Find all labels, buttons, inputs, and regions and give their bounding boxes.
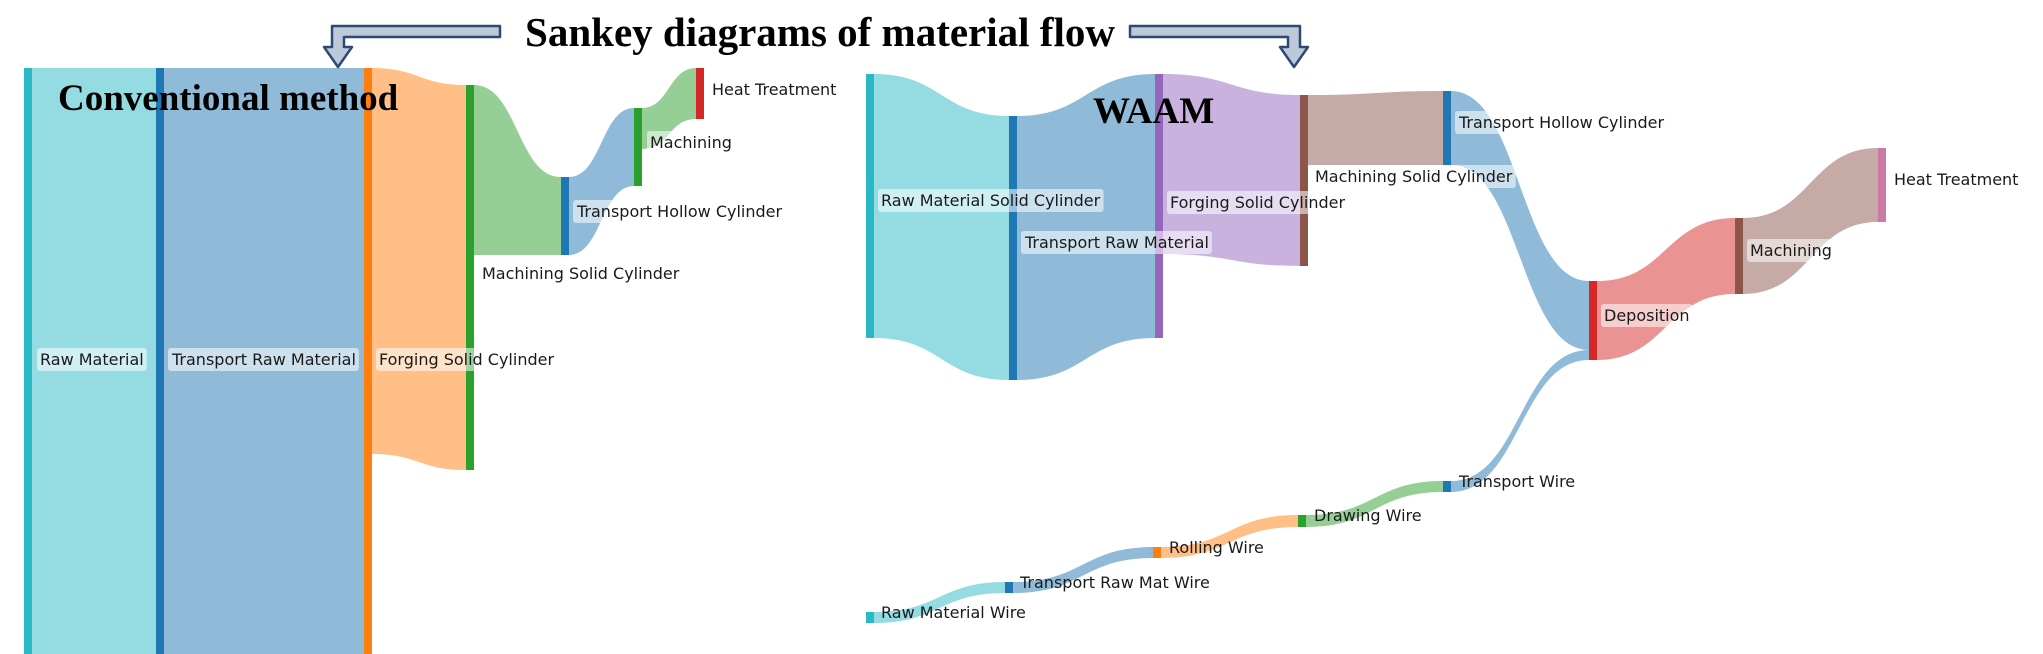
node-label-background-w-dep: [1601, 304, 1693, 327]
node-label-background-w-rmsc: [878, 189, 1104, 212]
node-label-w-rw: Rolling Wire: [1169, 538, 1264, 557]
node-bar-c-trm: [156, 68, 164, 654]
flow-link-w-rw-to-w-dw: [1161, 515, 1298, 558]
node-label-w-mac: Machining: [1750, 241, 1832, 260]
node-label-background-w-thc: [1455, 111, 1668, 134]
flow-link-w-trmw-to-w-rw: [1013, 547, 1153, 593]
node-label-w-tw: Transport Wire: [1458, 472, 1575, 491]
node-bar-c-thc: [561, 177, 569, 255]
flow-link-w-dep-to-w-mac: [1597, 218, 1735, 360]
node-bar-w-trm: [1009, 116, 1017, 380]
node-label-w-ht: Heat Treatment: [1894, 170, 2018, 189]
node-bar-w-rmsc: [866, 74, 874, 338]
node-bar-w-trmw: [1005, 582, 1013, 593]
node-label-background-w-fsc: [1167, 191, 1349, 214]
node-label-w-rmsc: Raw Material Solid Cylinder: [881, 191, 1101, 210]
flow-link-w-rmw-to-w-trmw: [874, 582, 1005, 623]
node-bar-w-msc: [1300, 95, 1308, 266]
flow-link-w-trm-to-w-fsc: [1017, 74, 1155, 380]
node-bar-c-msc: [466, 85, 474, 470]
node-label-background-w-trm: [1021, 231, 1212, 254]
node-label-background-w-msc: [1312, 165, 1516, 188]
node-label-w-trm: Transport Raw Material: [1024, 233, 1209, 252]
node-label-w-dw: Drawing Wire: [1314, 506, 1422, 525]
node-label-c-msc: Machining Solid Cylinder: [482, 264, 680, 283]
node-bar-w-fsc: [1155, 74, 1163, 338]
node-label-w-fsc: Forging Solid Cylinder: [1170, 193, 1345, 212]
flow-link-w-fsc-to-w-msc: [1163, 74, 1300, 266]
flow-link-w-mac-to-w-ht: [1743, 148, 1878, 294]
flow-link-w-msc-to-w-thc: [1308, 91, 1443, 165]
node-bar-w-rmw: [866, 612, 874, 623]
node-label-c-raw: Raw Material: [40, 350, 144, 369]
flow-link-w-tw-to-w-dep: [1451, 350, 1589, 492]
node-bar-w-rw: [1153, 547, 1161, 558]
node-label-background-c-thc: [573, 200, 786, 223]
node-label-c-trm: Transport Raw Material: [171, 350, 356, 369]
node-label-w-rmw: Raw Material Wire: [881, 603, 1026, 622]
node-label-c-ht: Heat Treatment: [712, 80, 836, 99]
node-bar-w-tw: [1443, 481, 1451, 492]
node-label-c-mac: Machining: [650, 133, 732, 152]
node-bar-w-thc: [1443, 91, 1451, 165]
node-bar-w-mac: [1735, 218, 1743, 294]
node-bar-c-fsc: [364, 68, 372, 654]
node-bar-w-dw: [1298, 515, 1306, 527]
conventional-panel-title: Conventional method: [58, 78, 399, 119]
node-label-background-w-mac: [1747, 239, 1835, 262]
flow-link-w-thc-to-w-dep: [1451, 91, 1589, 350]
node-label-c-thc: Transport Hollow Cylinder: [576, 202, 783, 221]
node-label-w-trmw: Transport Raw Mat Wire: [1019, 573, 1210, 592]
figure-title: Sankey diagrams of material flow: [525, 9, 1115, 55]
right-bracket-arrow: [1128, 24, 1310, 69]
flow-link-c-mac-to-c-ht: [642, 68, 696, 149]
node-label-w-dep: Deposition: [1604, 306, 1690, 325]
node-label-background-c-mac: [647, 131, 735, 154]
node-bar-w-dep: [1589, 281, 1597, 360]
node-label-background-c-fsc: [376, 348, 558, 371]
process-nodes: [24, 68, 1886, 654]
flow-link-w-dw-to-w-tw: [1306, 481, 1443, 527]
node-bar-w-ht: [1878, 148, 1886, 222]
flow-link-c-msc-to-c-thc: [474, 85, 561, 255]
node-label-background-c-raw: [37, 348, 147, 371]
flow-link-c-thc-to-c-mac: [569, 108, 634, 255]
node-label-w-thc: Transport Hollow Cylinder: [1458, 113, 1665, 132]
flow-link-c-fsc-to-c-msc: [372, 68, 466, 470]
node-label-c-fsc: Forging Solid Cylinder: [379, 350, 554, 369]
node-bar-c-raw: [24, 68, 32, 654]
node-bar-c-ht: [696, 68, 704, 119]
node-label-background-c-trm: [168, 348, 359, 371]
flow-links: [32, 68, 1878, 654]
node-label-w-msc: Machining Solid Cylinder: [1315, 167, 1513, 186]
left-bracket-arrow: [322, 24, 502, 69]
waam-panel-title: WAAM: [1093, 91, 1214, 132]
flow-link-w-rmsc-to-w-trm: [874, 74, 1009, 380]
node-bar-c-mac: [634, 108, 642, 186]
